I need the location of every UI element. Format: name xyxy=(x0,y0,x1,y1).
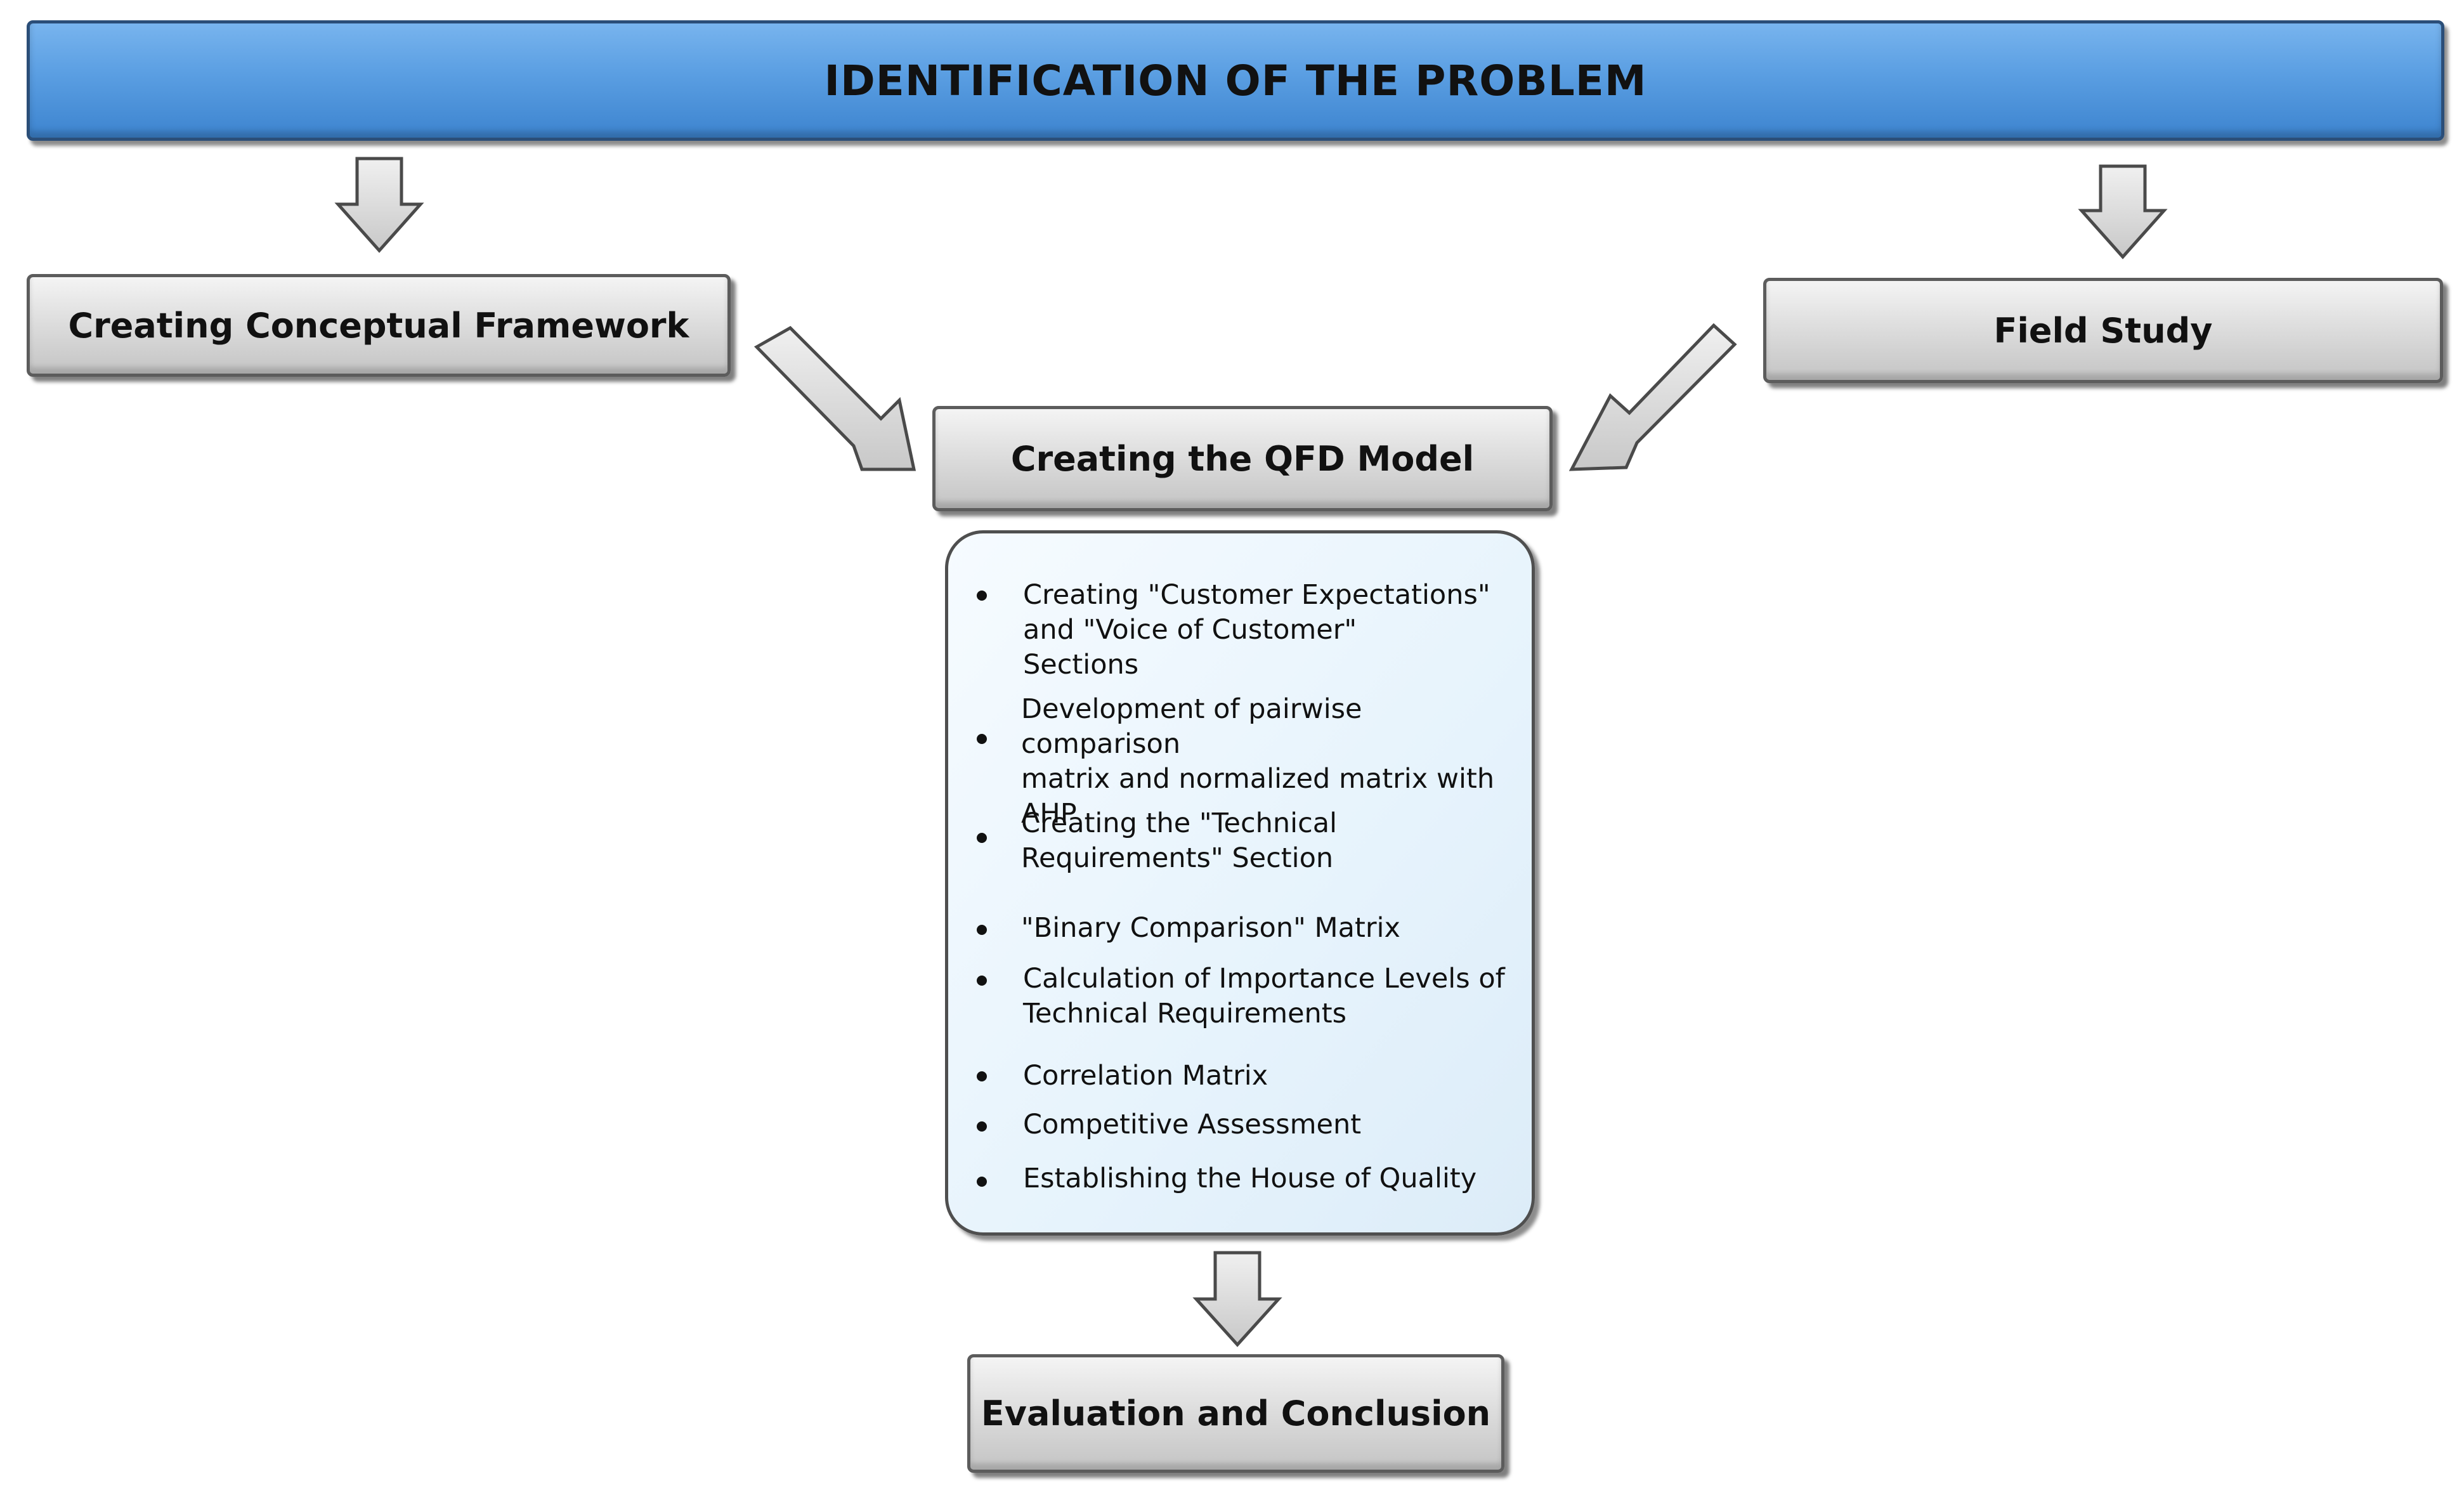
arrow-down-conclusion xyxy=(1192,1251,1282,1347)
field-study-label: Field Study xyxy=(1993,310,2213,351)
evaluation-conclusion-label: Evaluation and Conclusion xyxy=(981,1394,1491,1433)
bullet xyxy=(977,976,987,986)
conceptual-framework-label: Creating Conceptual Framework xyxy=(68,305,689,346)
qfd-step-text: Creating the "Technical Requirements" Se… xyxy=(1021,807,1338,874)
problem-identification-box: IDENTIFICATION OF THE PROBLEM xyxy=(27,20,2444,141)
qfd-step-text: Competitive Assessment xyxy=(1023,1109,1362,1140)
qfd-model-box: Creating the QFD Model xyxy=(932,406,1553,511)
qfd-step-text: Development of pairwise comparison matri… xyxy=(1021,693,1495,830)
arrow-down-framework xyxy=(334,157,424,253)
bullet xyxy=(977,1121,987,1132)
arrow-down-field-study xyxy=(2078,164,2168,259)
evaluation-conclusion-box: Evaluation and Conclusion xyxy=(967,1354,1504,1473)
field-study-box: Field Study xyxy=(1763,278,2443,383)
qfd-step-text: Correlation Matrix xyxy=(1023,1060,1268,1092)
qfd-steps-box: Creating "Customer Expectations" and "Vo… xyxy=(945,530,1535,1236)
conceptual-framework-box: Creating Conceptual Framework xyxy=(27,274,731,377)
bullet xyxy=(977,833,987,843)
qfd-model-label: Creating the QFD Model xyxy=(1010,438,1475,479)
qfd-step-text: Calculation of Importance Levels of Tech… xyxy=(1023,963,1505,1029)
qfd-step-text: Creating "Customer Expectations" and "Vo… xyxy=(1023,579,1490,681)
bullet xyxy=(977,591,987,601)
bullet xyxy=(977,1177,987,1187)
bullet xyxy=(977,925,987,935)
problem-identification-label: IDENTIFICATION OF THE PROBLEM xyxy=(824,56,1647,105)
qfd-step-text: "Binary Comparison" Matrix xyxy=(1021,912,1400,944)
arrow-diagonal-field-to-qfd xyxy=(1568,323,1737,471)
bullet xyxy=(977,1071,987,1081)
arrow-diagonal-framework-to-qfd xyxy=(753,325,916,471)
qfd-step-text: Establishing the House of Quality xyxy=(1023,1163,1477,1194)
bullet xyxy=(977,734,987,744)
